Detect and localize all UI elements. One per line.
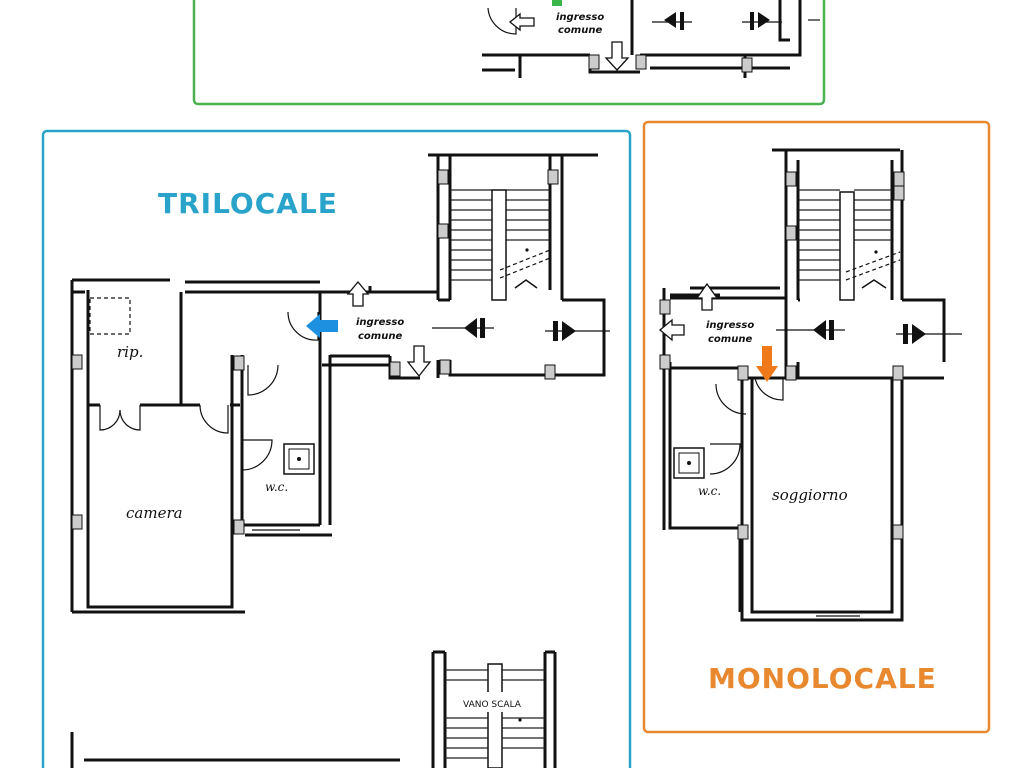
rip-label: rip. (117, 343, 143, 361)
top-entrance-label-1: ingresso (556, 12, 604, 23)
shower-icon (673, 447, 705, 479)
arrow-down-icon (604, 41, 630, 71)
soggiorno-label: soggiorno (772, 486, 848, 504)
monolocale-entrance-label-2: comune (708, 334, 752, 345)
arrow-up-icon (695, 282, 719, 311)
trilocale-wc-label: w.c. (265, 480, 288, 494)
arrow-down-icon (406, 345, 432, 378)
top-section-frame (192, 0, 826, 106)
door-symbol-icon (776, 320, 845, 340)
monolocale-frame (642, 120, 991, 734)
arrow-up-icon (346, 280, 370, 307)
camera-label: camera (126, 504, 183, 522)
door-symbol-icon (432, 318, 494, 338)
door-symbol-icon (652, 12, 692, 30)
arrow-left-icon (658, 318, 685, 342)
trilocale-frame (41, 129, 632, 768)
trilocale-entrance-label-1: ingresso (356, 317, 404, 328)
shower-icon (283, 443, 315, 475)
arrow-left-icon (306, 314, 338, 338)
door-symbol-icon (742, 12, 782, 30)
arrow-left-icon (508, 12, 535, 32)
monolocale-plan (659, 148, 946, 622)
top-entrance-label-2: comune (558, 25, 602, 36)
door-symbol-icon (545, 321, 610, 341)
monolocale-title: MONOLOCALE (708, 662, 937, 695)
top-section-plan (482, 0, 820, 78)
monolocale-entrance-label-1: ingresso (706, 320, 754, 331)
trilocale-plan (70, 153, 606, 768)
monolocale-wc-label: w.c. (698, 484, 721, 498)
arrow-down-icon (756, 346, 778, 382)
stairwell-label: VANO SCALA (463, 700, 522, 710)
trilocale-entrance-label-2: comune (358, 331, 402, 342)
trilocale-title: TRILOCALE (158, 187, 338, 220)
door-symbol-icon (896, 324, 962, 344)
